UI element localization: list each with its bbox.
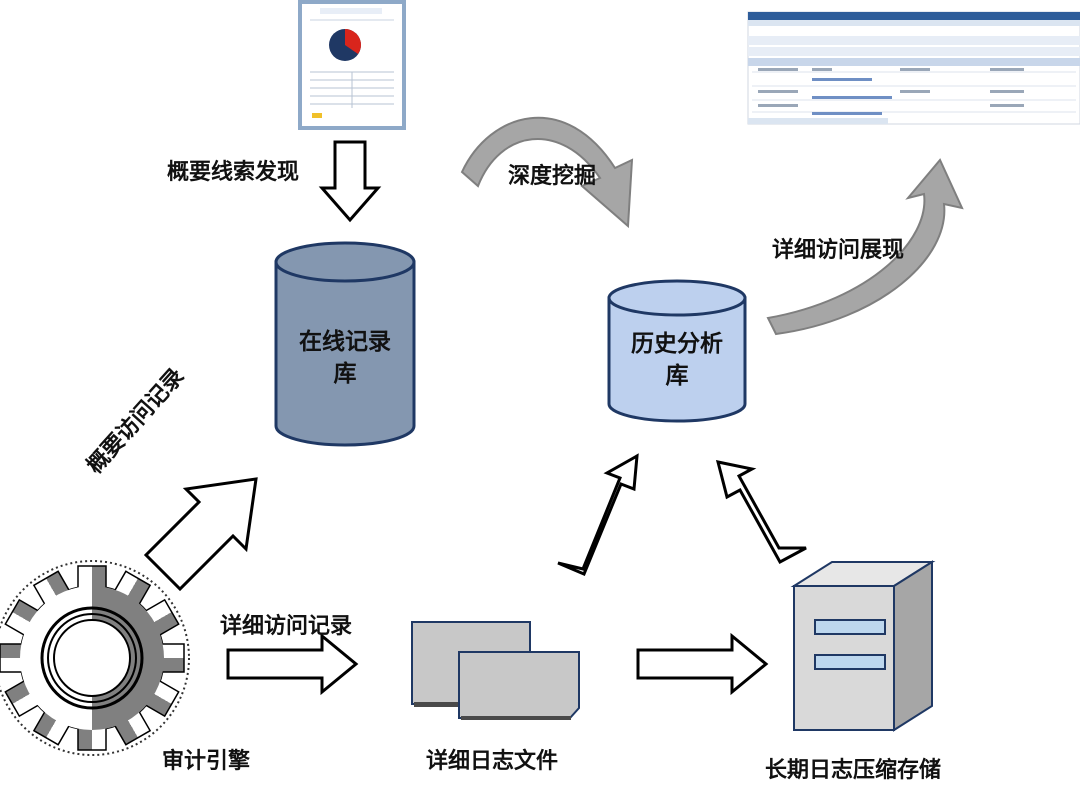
label-detail-display: 详细访问展现 [772, 238, 905, 263]
pie-chart-icon [329, 29, 361, 61]
online-db-label: 在线记录 库 [276, 326, 414, 390]
label-detail-log-file: 详细日志文件 [426, 749, 559, 774]
label-audit-engine: 审计引擎 [162, 749, 251, 774]
label-detail-record: 详细访问记录 [220, 614, 353, 639]
storage-server-icon [790, 560, 936, 732]
online-db-label-line1: 在线记录 [299, 329, 391, 355]
online-db-label-line2: 库 [333, 361, 357, 387]
label-summary-clue: 概要线索发现 [167, 160, 300, 185]
report-thumbnail [298, 0, 406, 130]
table-screenshot [747, 11, 1080, 125]
curved-arrow-detail-display [766, 158, 964, 336]
label-long-term-storage: 长期日志压缩存储 [765, 758, 942, 783]
arrow-up-log-to-history [557, 453, 639, 576]
online-record-db [274, 241, 416, 447]
history-db-label: 历史分析 库 [609, 328, 745, 392]
arrow-down [318, 140, 382, 223]
arrow-right-1 [226, 632, 359, 696]
history-db-label-line2: 库 [665, 363, 689, 389]
history-analysis-db [607, 279, 747, 423]
arrow-right-2 [636, 632, 769, 696]
arrow-diagonal-up-right [143, 477, 258, 592]
log-files-icon [411, 621, 580, 720]
curved-arrow-deep-mining [460, 116, 634, 229]
history-db-label-line1: 历史分析 [631, 331, 723, 357]
label-deep-mining: 深度挖掘 [508, 164, 597, 189]
arrow-up-storage-to-history [715, 460, 807, 565]
gear-icon [0, 560, 190, 756]
